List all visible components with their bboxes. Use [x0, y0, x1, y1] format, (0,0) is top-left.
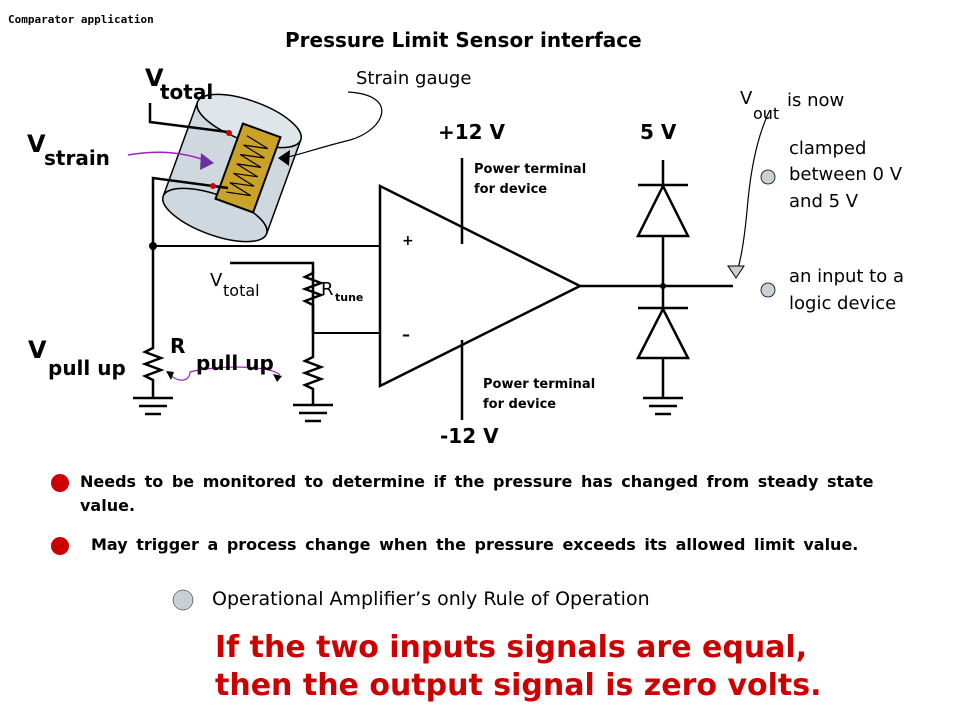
ground-middle	[293, 403, 333, 423]
ground-right	[643, 396, 683, 416]
rpullup-sub: pull up	[196, 351, 274, 375]
pullup-resistor	[141, 345, 165, 398]
vout-note-2-line2: logic device	[789, 293, 897, 314]
bullet-3-text: Operational Amplifier’s only Rule of Ope…	[212, 588, 650, 610]
page-title: Pressure Limit Sensor interface	[285, 28, 642, 52]
vout-label: V	[740, 88, 753, 109]
vstrain-callout	[127, 151, 206, 161]
vout-callout	[737, 109, 771, 269]
bullet-2-dot	[51, 537, 69, 555]
vout-sub: out	[753, 104, 780, 123]
strain-gauge-label: Strain gauge	[356, 68, 472, 89]
vpullup-label: V	[28, 336, 47, 364]
wire-vstrain	[151, 176, 229, 345]
rpullup-label: R	[170, 334, 186, 358]
strain-gauge-element	[214, 122, 282, 214]
rtune-lower-resistor	[301, 333, 325, 405]
bullet-3-dot	[172, 589, 194, 611]
vout-note-1-line2: between 0 V	[789, 164, 903, 185]
pullup-arrowhead-right	[273, 374, 282, 382]
gauge-pin-top	[226, 130, 232, 136]
clamp-diode-bottom	[635, 286, 691, 398]
rtune-label: R	[321, 279, 334, 300]
supply-negative-label: -12 V	[440, 424, 499, 448]
vtotal-small-sub: total	[223, 281, 260, 300]
vout-note-1-line3: and 5 V	[789, 191, 859, 212]
vtotal-main-sub: total	[160, 80, 214, 104]
rtune-sub: tune	[335, 291, 364, 304]
power-terminal-bottom-line1: Power terminal	[483, 377, 596, 392]
wire-vtotal	[148, 103, 229, 134]
op-amp-triangle	[378, 183, 583, 389]
vout-suffix: is now	[787, 90, 845, 111]
power-terminal-top-line2: for device	[474, 182, 548, 197]
rtune-upper-resistor	[301, 270, 325, 333]
vstrain-sub: strain	[44, 146, 110, 170]
pullup-arrowhead-left	[166, 371, 174, 380]
minus-input-sign: –	[402, 325, 410, 344]
vstrain-arrowhead	[200, 153, 214, 170]
vout-note-circle-1	[760, 169, 776, 185]
ground-left	[133, 396, 173, 416]
power-terminal-top-line1: Power terminal	[474, 162, 587, 177]
strain-gauge-arrowhead	[278, 150, 290, 166]
power-terminal-bottom-line2: for device	[483, 397, 557, 412]
rule-line-2: then the output signal is zero volts.	[215, 668, 822, 703]
vtotal-small-label: V	[210, 270, 223, 291]
supply-5v-label: 5 V	[640, 120, 677, 144]
bullet-2-text: May trigger a process change when the pr…	[91, 535, 859, 554]
bullet-1-dot	[51, 474, 69, 492]
vout-note-circle-2	[760, 282, 776, 298]
rule-line-1: If the two inputs signals are equal,	[215, 630, 808, 665]
corner-label: Comparator application	[8, 13, 154, 26]
supply-positive-label: +12 V	[438, 120, 506, 144]
vout-note-1-line1: clamped	[789, 138, 867, 159]
plus-input-sign: +	[402, 233, 414, 249]
pullup-callout	[167, 366, 281, 381]
clamp-diode-top	[635, 160, 691, 286]
vtotal-main-label: V	[145, 64, 164, 92]
gauge-pin-bottom	[210, 183, 216, 189]
strain-gauge-callout	[282, 91, 383, 159]
vpullup-sub: pull up	[48, 356, 126, 380]
vout-arrow-tip	[727, 265, 745, 279]
vout-note-2-line1: an input to a	[789, 266, 905, 287]
vstrain-label: V	[27, 130, 46, 158]
bullet-1-text: Needs to be monitored to determine if th…	[80, 472, 874, 515]
